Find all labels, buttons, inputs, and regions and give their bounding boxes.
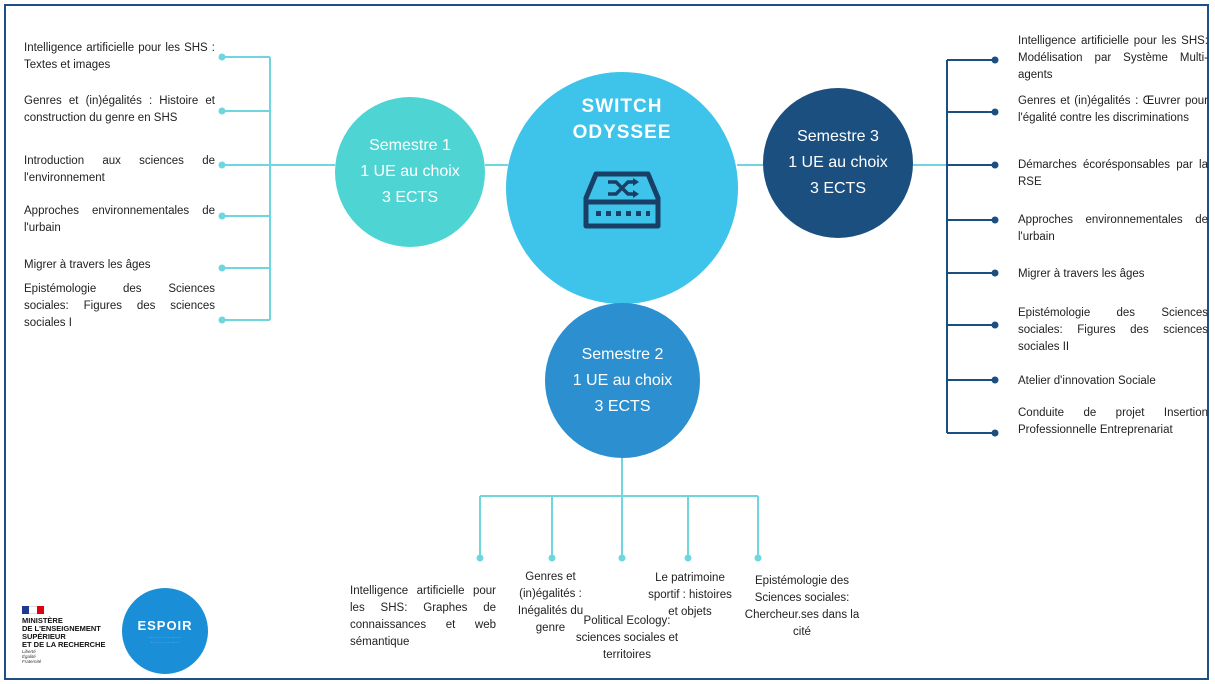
- espoir-tagline: · · · · · · · · · · · · · ·· · · · · · ·…: [148, 635, 182, 645]
- ministry-line: DE L'ENSEIGNEMENT: [22, 624, 101, 633]
- s3-course-item: Démarches écorésponsables par la RSE: [1018, 159, 1208, 188]
- node-dot: [218, 53, 226, 61]
- node-dot: [991, 108, 999, 116]
- semestre-1-node: Semestre 1 1 UE au choix 3 ECTS: [335, 97, 485, 247]
- semestre-2-node: Semestre 2 1 UE au choix 3 ECTS: [545, 303, 700, 458]
- center-title-line1: SWITCH: [581, 96, 663, 117]
- s2-course-item: Le patrimoine sportif : histoires et obj…: [648, 572, 732, 618]
- node-dot: [476, 554, 484, 562]
- semestre-3-choice: 1 UE au choix: [788, 154, 888, 171]
- diagram-frame: [4, 4, 1209, 680]
- s3-course-item: Conduite de projet Insertion Professionn…: [1018, 407, 1208, 436]
- motto-line: Égalité: [22, 654, 36, 659]
- node-dot: [991, 161, 999, 169]
- node-dot: [684, 554, 692, 562]
- s1-course-item: Genres et (in)égalités : Histoire et con…: [24, 95, 215, 124]
- french-flag-icon: [22, 606, 44, 614]
- s3-course-item: Atelier d'innovation Sociale: [1018, 375, 1156, 387]
- semestre-1-ects: 3 ECTS: [381, 189, 438, 206]
- s1-course-item: Epistémologie des Sciences sociales: Fig…: [24, 283, 215, 329]
- node-dot: [991, 429, 999, 437]
- ministry-line: MINISTÈRE: [22, 616, 63, 625]
- semestre-1-title: Semestre 1: [369, 137, 451, 154]
- s3-course-item: Epistémologie des Sciences sociales: Fig…: [1018, 307, 1208, 353]
- s2-course-item: Intelligence artificielle pour les SHS: …: [350, 585, 496, 648]
- semestre-2-title: Semestre 2: [581, 345, 664, 363]
- s1-course-item: Migrer à travers les âges: [24, 259, 151, 271]
- node-dot: [218, 161, 226, 169]
- s1-course-item: Intelligence artificielle pour les SHS :…: [24, 42, 215, 71]
- espoir-name: ESPOIR: [137, 618, 193, 633]
- semestre-2-choice: 1 UE au choix: [572, 371, 673, 389]
- s2-course-item: Genres et (in)égalités : Inégalités du g…: [517, 571, 584, 634]
- ministry-line: SUPÉRIEUR: [22, 632, 66, 641]
- switch-odyssee-node: SWITCH ODYSSEE: [506, 72, 738, 304]
- motto-line: Liberté: [22, 649, 36, 654]
- s3-course-item: Genres et (in)égalités : Œuvrer pour l'é…: [1018, 95, 1208, 124]
- node-dot: [618, 554, 626, 562]
- node-dot: [991, 321, 999, 329]
- semestre-1-choice: 1 UE au choix: [360, 163, 460, 180]
- node-dot: [991, 56, 999, 64]
- espoir-logo: ESPOIR · · · · · · · · · · · · · ·· · · …: [122, 588, 208, 674]
- motto-line: Fraternité: [22, 659, 42, 664]
- s2-course-item: Epistémologie des Sciences sociales: Che…: [744, 575, 860, 638]
- semestre-3-title: Semestre 3: [797, 128, 879, 145]
- node-dot: [218, 316, 226, 324]
- switch-icon: [583, 171, 661, 229]
- s3-course-item: Intelligence artificielle pour les SHS: …: [1018, 35, 1208, 81]
- s3-course-item: Approches environnementales de l'urbain: [1018, 214, 1208, 243]
- node-dot: [754, 554, 762, 562]
- node-dot: [991, 216, 999, 224]
- s3-course-item: Migrer à travers les âges: [1018, 268, 1145, 280]
- semestre-3-ects: 3 ECTS: [809, 180, 866, 197]
- semestre-2-ects: 3 ECTS: [594, 397, 651, 415]
- semestre-3-node: Semestre 3 1 UE au choix 3 ECTS: [763, 88, 913, 238]
- center-title-line2: ODYSSEE: [572, 122, 672, 143]
- node-dot: [218, 264, 226, 272]
- s1-course-item: Introduction aux sciences de l'environne…: [24, 155, 215, 184]
- node-dot: [991, 269, 999, 277]
- node-dot: [548, 554, 556, 562]
- ministry-logo: MINISTÈRE DE L'ENSEIGNEMENT SUPÉRIEUR ET…: [22, 606, 122, 664]
- node-dot: [218, 212, 226, 220]
- node-dot: [218, 107, 226, 115]
- ministry-line: ET DE LA RECHERCHE: [22, 640, 106, 649]
- s1-course-item: Approches environnementales de l'urbain: [24, 205, 215, 234]
- s2-course-item: Political Ecology: sciences sociales et …: [575, 615, 679, 661]
- node-dot: [991, 376, 999, 384]
